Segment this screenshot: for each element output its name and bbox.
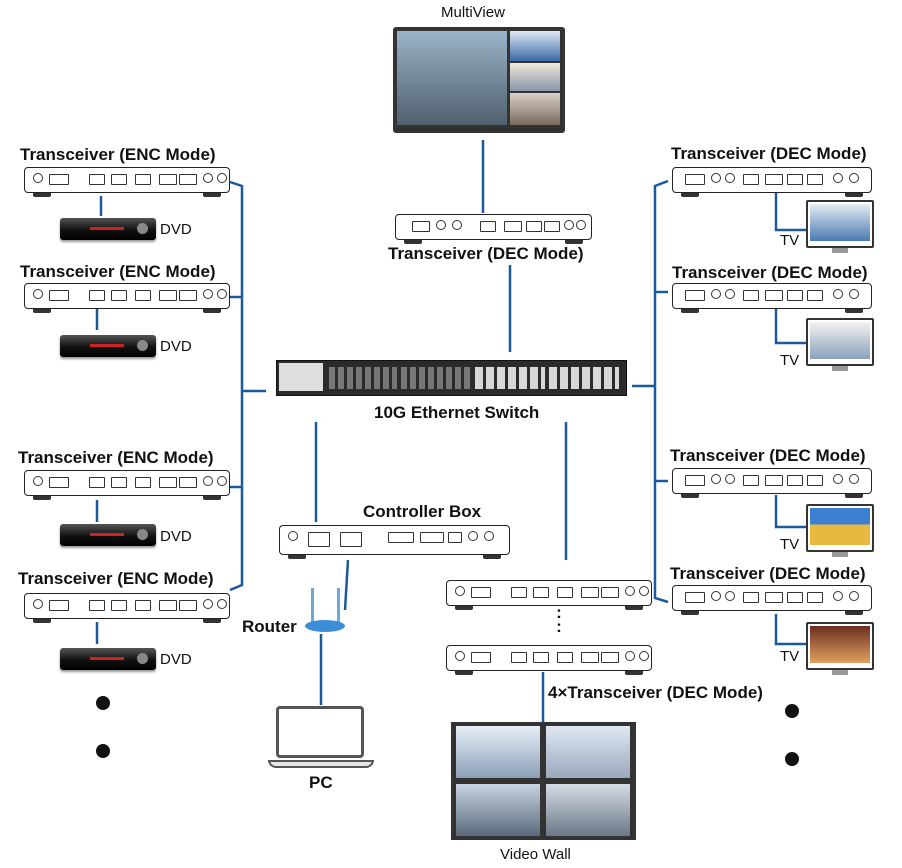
- tx-dec-label-1: Transceiver (DEC Mode): [671, 144, 867, 163]
- dvd-label-3: DVD: [160, 528, 192, 545]
- switch-label: 10G Ethernet Switch: [374, 403, 540, 422]
- tv-label-2: TV: [780, 352, 800, 369]
- pc-label: PC: [309, 773, 333, 792]
- tx-enc-label-1: Transceiver (ENC Mode): [20, 145, 216, 164]
- stack-vdots-2: :: [556, 617, 562, 636]
- video-wall-label: Video Wall: [500, 846, 571, 863]
- tx-enc-label-4: Transceiver (ENC Mode): [18, 569, 214, 588]
- pc-laptop: [268, 706, 374, 772]
- quad-dec-label: 4×Transceiver (DEC Mode): [548, 683, 763, 702]
- dvd-player-3: [60, 524, 156, 546]
- dvd-player-1: [60, 218, 156, 240]
- router-label: Router: [242, 617, 297, 636]
- tv-label-1: TV: [780, 232, 800, 249]
- tv-label-3: TV: [780, 536, 800, 553]
- dvd-player-2: [60, 335, 156, 357]
- stack-vdots-1: :: [556, 603, 562, 622]
- controller-label: Controller Box: [363, 502, 482, 521]
- transceiver-enc-3: [24, 470, 230, 500]
- continuation-bullet-right-1: [785, 704, 799, 718]
- tx-dec-label-2: Transceiver (DEC Mode): [672, 263, 868, 282]
- multiview-label: MultiView: [441, 4, 505, 21]
- multiview-monitor: [393, 27, 565, 133]
- dvd-player-4: [60, 648, 156, 670]
- transceiver-dec-2: [672, 283, 872, 313]
- ethernet-switch: [276, 360, 627, 396]
- dvd-label-1: DVD: [160, 221, 192, 238]
- tx-enc-label-2: Transceiver (ENC Mode): [20, 262, 216, 281]
- video-wall: [451, 722, 636, 840]
- controller-box: [279, 525, 510, 559]
- transceiver-dec-4: [672, 585, 872, 615]
- transceiver-dec-1: [672, 167, 872, 197]
- transceiver-dec-stack-bottom: [446, 645, 652, 675]
- right-bus-line: [653, 179, 669, 604]
- tx-enc-label-3: Transceiver (ENC Mode): [18, 448, 214, 467]
- transceiver-enc-2: [24, 283, 230, 313]
- continuation-bullet-left-1: [96, 696, 110, 710]
- transceiver-dec-stack-top: [446, 580, 652, 610]
- router: [305, 588, 345, 634]
- tv-1: [806, 200, 874, 253]
- dvd-label-4: DVD: [160, 651, 192, 668]
- transceiver-enc-1: [24, 167, 230, 197]
- tv-2: [806, 318, 874, 371]
- transceiver-dec-3: [672, 468, 872, 498]
- continuation-bullet-left-2: [96, 744, 110, 758]
- transceiver-enc-4: [24, 593, 230, 623]
- tx-dec-label-3: Transceiver (DEC Mode): [670, 446, 866, 465]
- tx-dec-label-top: Transceiver (DEC Mode): [388, 244, 584, 263]
- tx-dec-label-4: Transceiver (DEC Mode): [670, 564, 866, 583]
- left-bus-line: [229, 180, 244, 592]
- tv-3: [806, 504, 874, 557]
- transceiver-dec-top: [395, 214, 592, 244]
- tv-label-4: TV: [780, 648, 800, 665]
- tv-4: [806, 622, 874, 675]
- continuation-bullet-right-2: [785, 752, 799, 766]
- dvd-label-2: DVD: [160, 338, 192, 355]
